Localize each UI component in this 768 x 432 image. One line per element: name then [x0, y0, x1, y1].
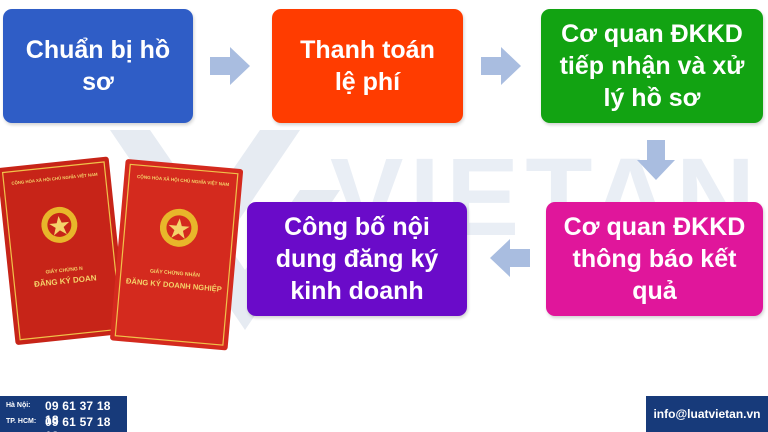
svg-text:GIẤY CHỨNG N: GIẤY CHỨNG N [45, 265, 83, 276]
email-address[interactable]: info@luatvietan.vn [653, 407, 761, 421]
arrow-left-icon [490, 239, 530, 277]
hanoi-contact: Hà Nội: 09 61 37 18 18 [0, 399, 127, 427]
hcm-phone[interactable]: 09 61 57 18 18 [45, 415, 111, 432]
hcm-contact: TP. HCM: 09 61 57 18 18 [0, 415, 127, 432]
svg-text:GIẤY CHỨNG NHẬN: GIẤY CHỨNG NHẬN [150, 267, 201, 278]
contact-email[interactable]: info@luatvietan.vn [646, 396, 768, 432]
hanoi-phone[interactable]: 09 61 37 18 18 [45, 399, 111, 427]
hcm-label: TP. HCM: [6, 418, 37, 425]
certificate-back: CỘNG HÒA XÃ HỘI CHỦ NGHĨA VIỆT NAM GIẤY … [0, 156, 127, 345]
certificate-front: CỘNG HÒA XÃ HỘI CHỦ NGHĨA VIỆT NAM GIẤY … [110, 159, 244, 351]
hanoi-label: Hà Nội: [6, 402, 31, 409]
arrow-right-icon [481, 47, 521, 85]
arrow-right-icon [210, 47, 250, 85]
contact-phones: Hà Nội: 09 61 37 18 18 TP. HCM: 09 61 57… [0, 396, 127, 432]
certificate-illustration: CỘNG HÒA XÃ HỘI CHỦ NGHĨA VIỆT NAM GIẤY … [0, 156, 244, 351]
arrow-down-icon [637, 140, 675, 180]
